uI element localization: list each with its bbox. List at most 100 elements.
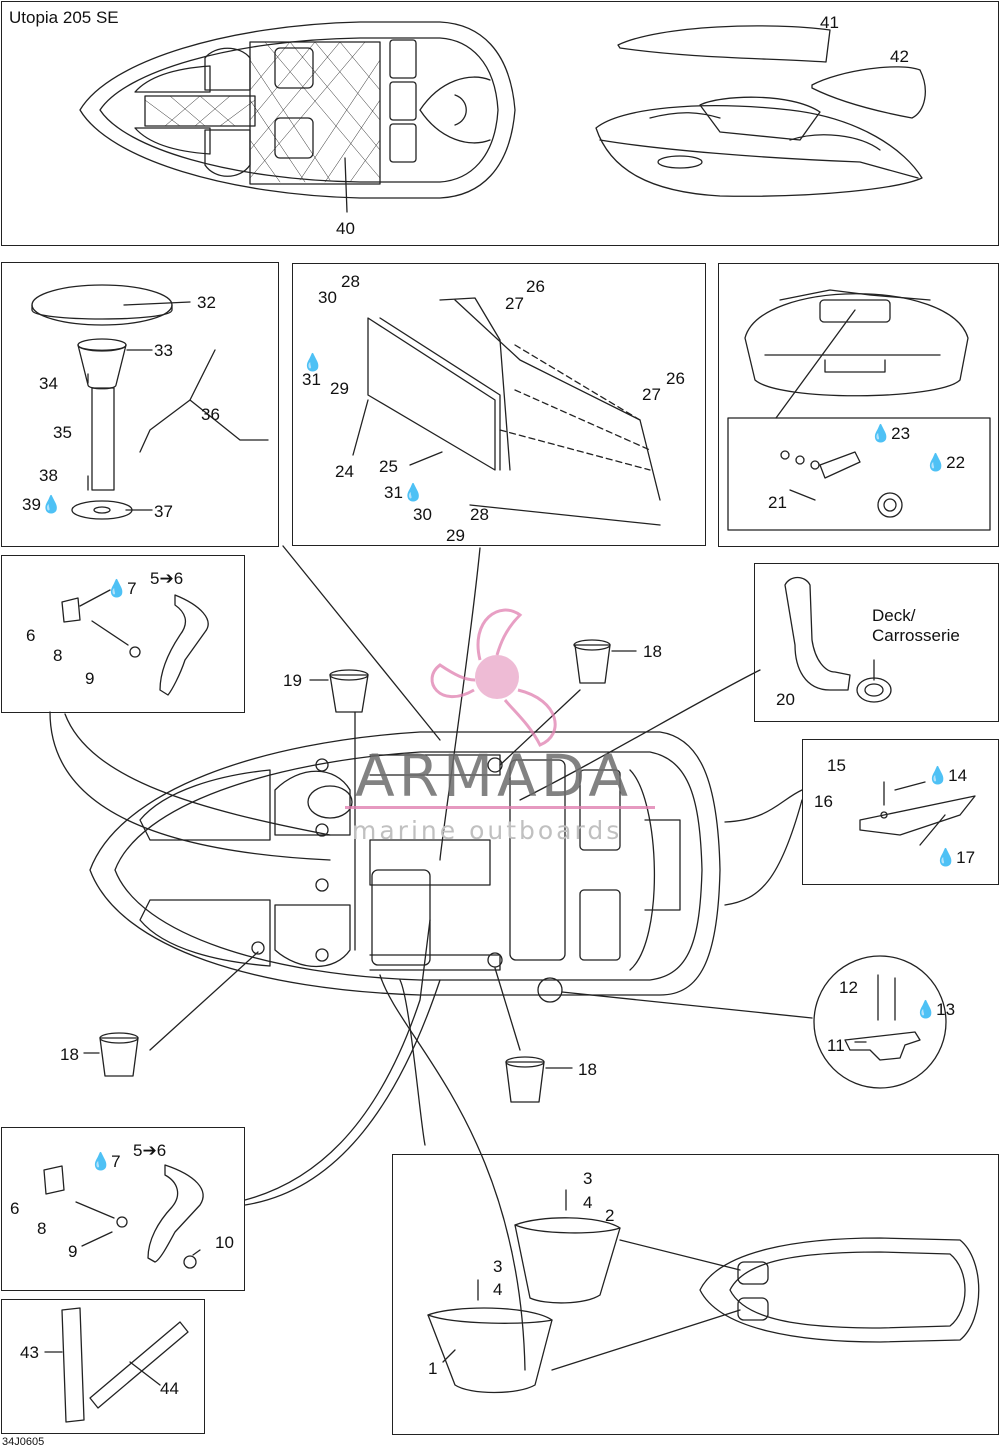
callout-10: 10 [215, 1233, 234, 1252]
callout-7a-label: 7 [127, 579, 137, 598]
callout-3-lower: 3 [493, 1257, 503, 1276]
cup-holder-18-left [99, 1037, 139, 1077]
watermark-brand: ARMADA [355, 742, 633, 810]
callout-7-lower: 💧7 [90, 1153, 121, 1170]
callout-15: 15 [827, 756, 846, 775]
callout-38: 38 [39, 466, 58, 485]
door-panel [367, 317, 496, 471]
callout-23-label: 23 [891, 424, 911, 443]
callout-7-upper: 💧7 [106, 580, 137, 597]
main-boat-top-view [89, 731, 721, 996]
callout-32: 32 [197, 293, 216, 312]
panel-storage-bins [392, 1154, 999, 1435]
callout-5-6-lower: 5➔6 [133, 1141, 167, 1160]
overview-boat-top-view [79, 21, 516, 199]
callout-18-left: 18 [60, 1045, 79, 1064]
callout-37: 37 [154, 502, 173, 521]
callout-33: 33 [154, 341, 173, 360]
boat-side-view [595, 96, 923, 197]
drop-icon: 💧 [90, 1152, 112, 1171]
drop-icon: 💧 [302, 353, 324, 372]
cup-holder-19 [329, 674, 369, 713]
drop-icon: 💧 [402, 483, 425, 502]
callout-39-label: 39 [22, 495, 41, 514]
callout-12: 12 [839, 978, 858, 997]
drop-icon: 💧 [935, 848, 957, 867]
table-base [71, 500, 133, 520]
callout-31-bottom: 31💧 [384, 484, 424, 501]
callout-40: 40 [336, 219, 355, 238]
deck-mat-hatch [144, 41, 381, 183]
callout-6-upper: 6 [26, 626, 36, 645]
watermark-tagline: marine outboards [352, 816, 623, 845]
callout-26-right: 26 [666, 369, 685, 388]
callout-4-lower: 4 [493, 1280, 503, 1299]
callout-26-top: 26 [526, 277, 545, 296]
callout-18-bottom: 18 [578, 1060, 597, 1079]
drop-icon: 💧 [927, 766, 949, 785]
callout-31-top: 💧31 [302, 354, 323, 388]
cover-42 [811, 66, 926, 119]
callout-9-lower: 9 [68, 1242, 78, 1261]
callout-21: 21 [768, 493, 787, 512]
callout-14: 💧14 [927, 767, 967, 784]
callout-17: 💧17 [935, 849, 975, 866]
callout-43: 43 [20, 1343, 39, 1362]
callout-5-6-upper: 5➔6 [150, 569, 184, 588]
cup-holder-18-upper [574, 644, 611, 684]
table-mount-top [77, 344, 127, 390]
drop-icon: 💧 [40, 495, 63, 514]
callout-19: 19 [283, 671, 302, 690]
deck-label: Deck/ Carrosserie [872, 606, 960, 645]
callout-27-top: 27 [505, 294, 524, 313]
callout-13: 💧13 [915, 1001, 955, 1018]
storage-bin-1 [427, 1307, 553, 1394]
callout-22-label: 22 [946, 453, 966, 472]
callout-30-top: 30 [318, 288, 337, 307]
callout-29-bottom: 29 [446, 526, 465, 545]
callout-13-label: 13 [936, 1000, 956, 1019]
callout-34: 34 [39, 374, 58, 393]
cup-holder-18-bottom [505, 1061, 545, 1103]
callout-8-lower: 8 [37, 1219, 47, 1238]
callout-31b-label: 31 [384, 483, 403, 502]
callout-25: 25 [379, 457, 398, 476]
callout-27-right: 27 [642, 385, 661, 404]
callout-39: 39💧 [22, 496, 62, 513]
boat-mini-top-view [699, 1237, 980, 1343]
tool-44 [89, 1321, 189, 1409]
cover-41 [617, 25, 831, 63]
callout-44: 44 [160, 1379, 179, 1398]
callout-35: 35 [53, 423, 72, 442]
panel-tools [1, 1299, 205, 1434]
model-title: Utopia 205 SE [9, 8, 119, 27]
callout-4-upper: 4 [583, 1193, 593, 1212]
callout-29-top: 29 [330, 379, 349, 398]
cleat-detail [813, 955, 947, 1089]
callout-3-upper: 3 [583, 1169, 593, 1188]
callout-42: 42 [890, 47, 909, 66]
callout-17-label: 17 [956, 848, 976, 867]
callout-23: 💧23 [870, 425, 910, 442]
callout-20: 20 [776, 690, 795, 709]
callout-8-upper: 8 [53, 646, 63, 665]
table-leg [91, 387, 115, 491]
figure-code: 34J0605 [2, 1436, 45, 1448]
callout-2: 2 [605, 1206, 615, 1225]
callout-41: 41 [820, 13, 839, 32]
callout-14-label: 14 [948, 766, 968, 785]
panel-overview [1, 1, 999, 246]
drop-icon: 💧 [915, 1000, 937, 1019]
callout-1: 1 [428, 1359, 438, 1378]
watermark-logo [430, 608, 557, 747]
panel-grab-handle-lower [1, 1127, 245, 1291]
callout-36: 36 [201, 405, 220, 424]
callout-9-upper: 9 [85, 669, 95, 688]
callout-6-lower: 6 [10, 1199, 20, 1218]
tool-43 [61, 1307, 85, 1423]
callout-16: 16 [814, 792, 833, 811]
drop-icon: 💧 [925, 453, 947, 472]
panel-stern-handle [718, 263, 999, 547]
watermark-rule [345, 806, 655, 809]
